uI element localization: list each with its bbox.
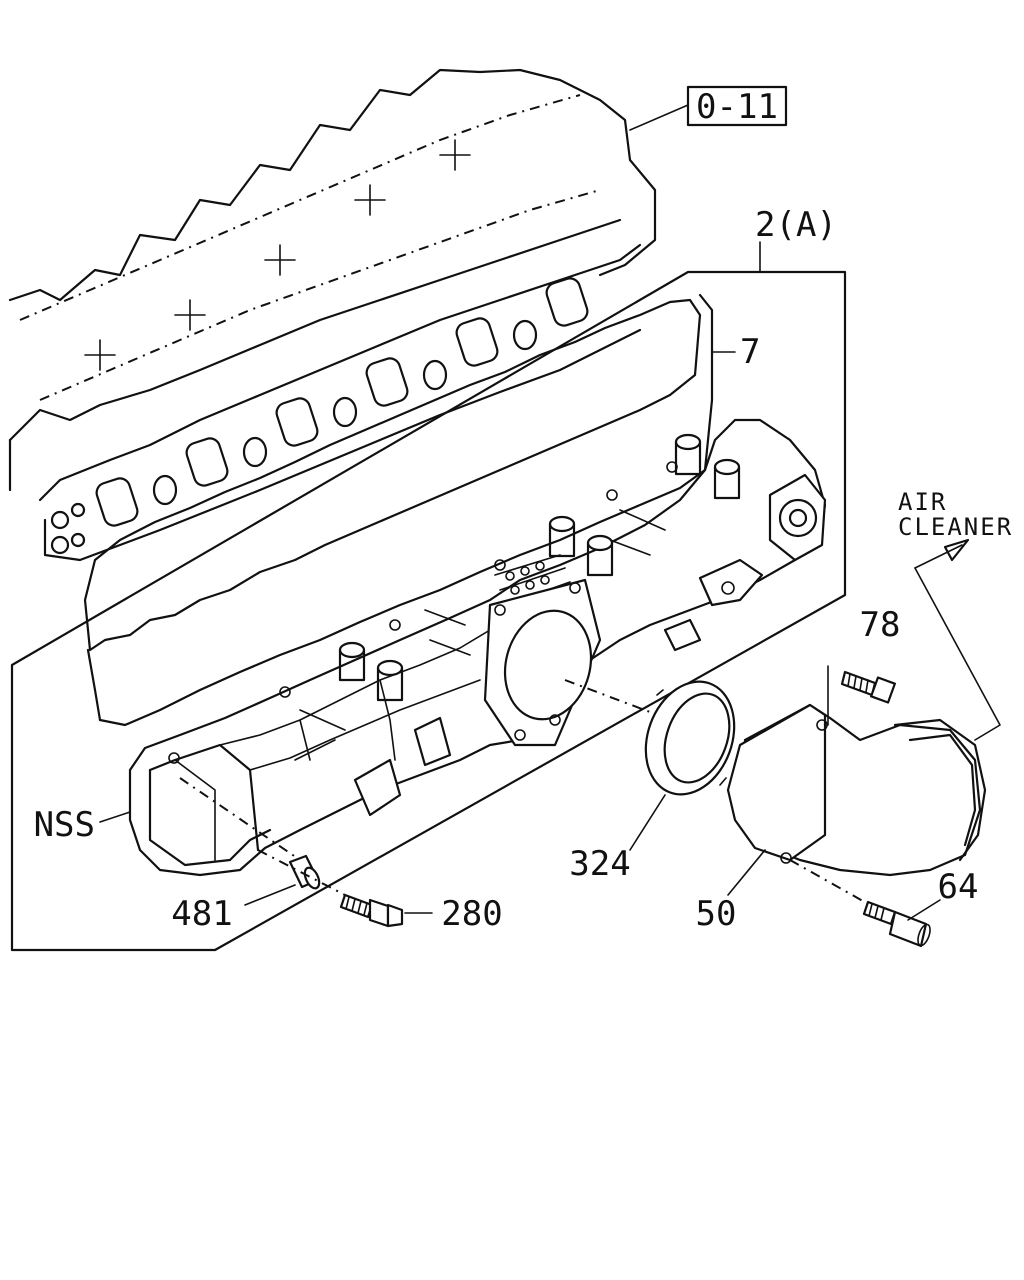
- assembly-label: 2(A): [755, 205, 837, 245]
- stud-label: 64: [938, 867, 979, 907]
- plug-label: 481: [171, 894, 232, 934]
- inlet-flange: [483, 578, 602, 747]
- end-flange: [768, 473, 827, 562]
- plug: 481: [171, 777, 321, 934]
- bolt-label: 280: [441, 894, 502, 934]
- duct-bolt-label: 78: [860, 605, 901, 645]
- mounting-boss: [548, 515, 614, 577]
- duct-bolt: 78: [840, 605, 901, 704]
- mounting-boss: [674, 433, 741, 500]
- cylinder-head-outline: [8, 68, 657, 562]
- assembly-bracket: 2(A): [10, 205, 847, 952]
- nss-callout: NSS: [34, 805, 131, 845]
- mounting-boss: [338, 641, 404, 702]
- side-bracket: [353, 558, 764, 817]
- manifold-gasket: 7: [83, 293, 760, 727]
- reference-callout-0-11: 0-11: [629, 85, 788, 131]
- air-cleaner-label-line2: CLEANER: [898, 513, 1013, 541]
- gasket-label: 7: [740, 332, 760, 372]
- air-cleaner-direction: AIR CLEANER: [898, 488, 1013, 741]
- manifold-bolt: 280: [257, 849, 503, 934]
- intake-duct: 50: [696, 665, 987, 934]
- stud: 64: [789, 859, 979, 948]
- air-cleaner-label-line1: AIR: [898, 488, 947, 516]
- intake-manifold: [128, 418, 827, 877]
- duct-label: 50: [696, 894, 737, 934]
- reference-label: 0-11: [696, 87, 778, 127]
- seal-label: 324: [569, 844, 630, 884]
- seal-ring: 324: [564, 679, 736, 884]
- nss-label: NSS: [34, 805, 95, 845]
